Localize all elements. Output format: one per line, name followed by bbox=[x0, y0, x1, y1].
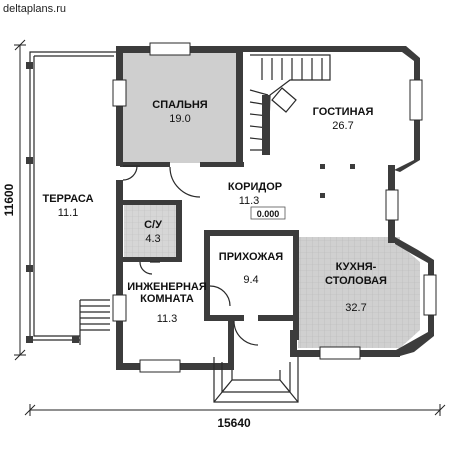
room-label-kitchen-line1: КУХНЯ- bbox=[336, 261, 377, 273]
dimension-height bbox=[14, 39, 26, 361]
room-area-wc: 4.3 bbox=[145, 233, 160, 245]
room-label-living: ГОСТИНАЯ bbox=[313, 106, 374, 118]
room-label-terrace: ТЕРРАСА bbox=[42, 193, 93, 205]
room-label-bedroom: СПАЛЬНЯ bbox=[152, 99, 207, 111]
watermark-text: deltaplans.ru bbox=[3, 3, 66, 15]
room-area-hall: 9.4 bbox=[243, 274, 258, 286]
height-dimension-label: 11600 bbox=[2, 183, 16, 216]
room-area-bedroom: 19.0 bbox=[169, 113, 190, 125]
entrance-steps bbox=[213, 357, 299, 403]
interior-walls bbox=[120, 46, 299, 370]
width-dimension-label: 15640 bbox=[217, 416, 251, 430]
room-label-kitchen-line2: СТОЛОВАЯ bbox=[325, 275, 387, 287]
room-label-wc: С/У bbox=[144, 219, 162, 231]
staircase bbox=[249, 54, 331, 155]
room-area-terrace: 11.1 bbox=[58, 207, 79, 219]
bedroom-fill bbox=[122, 53, 240, 163]
room-label-engineering-line1: ИНЖЕНЕРНАЯ bbox=[127, 281, 207, 293]
level-mark-box bbox=[250, 206, 286, 220]
room-area-engineering: 11.3 bbox=[157, 313, 178, 325]
wc-fill bbox=[124, 204, 180, 257]
kitchen-fill bbox=[298, 237, 420, 348]
room-area-kitchen: 32.7 bbox=[345, 302, 366, 314]
windows bbox=[112, 42, 437, 373]
room-area-corridor: 11.3 bbox=[239, 195, 260, 207]
terrace-outline bbox=[26, 51, 118, 345]
dimension-width bbox=[24, 404, 446, 416]
column-dots bbox=[320, 164, 355, 198]
room-label-hall: ПРИХОЖАЯ bbox=[219, 251, 283, 263]
room-area-living: 26.7 bbox=[332, 120, 353, 132]
doors bbox=[122, 165, 259, 346]
room-label-corridor: КОРИДОР bbox=[228, 181, 282, 193]
room-label-engineering-line2: КОМНАТА bbox=[140, 293, 194, 305]
level-mark: 0.000 bbox=[257, 209, 280, 219]
